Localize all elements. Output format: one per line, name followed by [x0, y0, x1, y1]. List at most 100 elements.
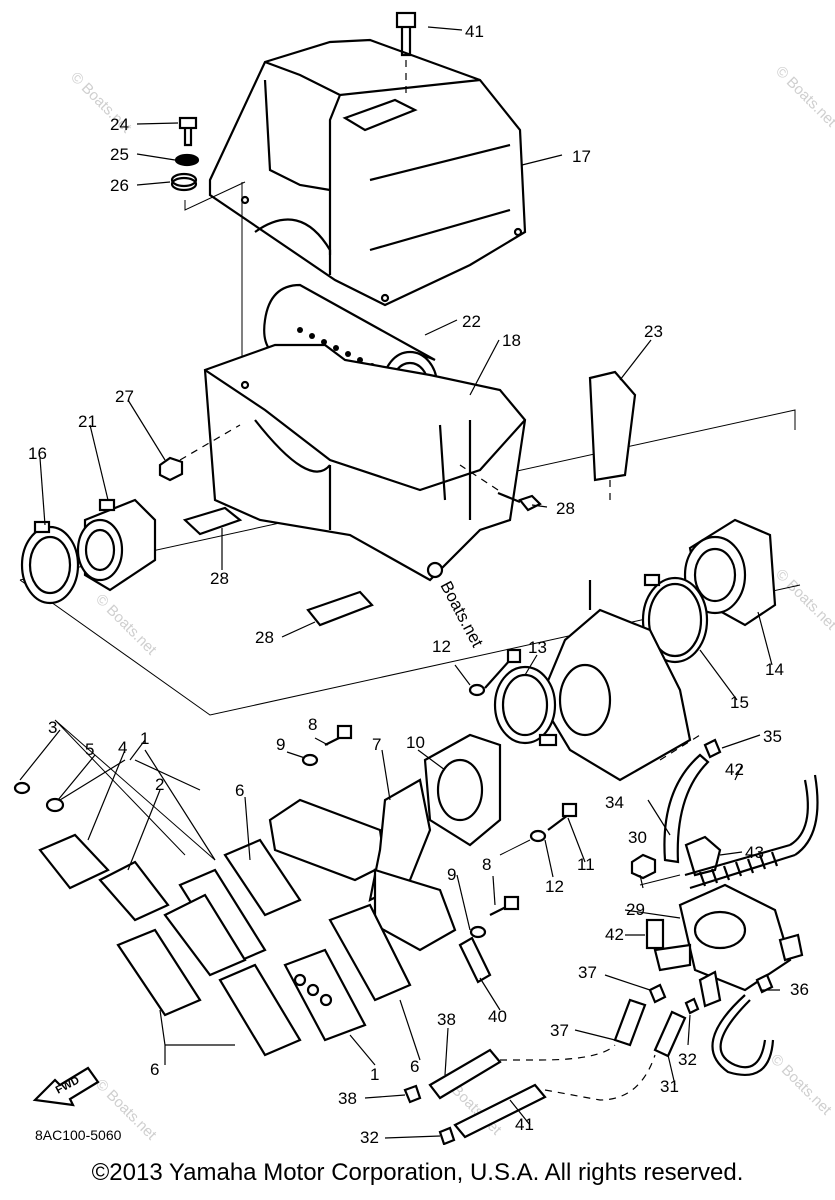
callout-13: 13 — [528, 638, 547, 657]
watermark-5: © Boats.net — [772, 566, 835, 634]
route-hose-35 — [500, 1044, 616, 1061]
callout-8-upper: 8 — [308, 715, 317, 734]
hose-35 — [613, 998, 647, 1047]
bracket-43 — [684, 835, 722, 877]
forward-arrow: FWD — [32, 1066, 100, 1107]
washer-12-lower — [529, 829, 547, 843]
callout-40: 42 — [725, 760, 744, 779]
intake-joint-10 — [423, 733, 502, 847]
hose-40-end — [789, 774, 819, 856]
callout-28-b: 28 — [255, 628, 274, 647]
fitting-39 — [458, 936, 492, 984]
callout-18: 18 — [502, 331, 521, 350]
guide-25 — [179, 424, 241, 461]
callout-5: 5 — [85, 740, 94, 759]
callout-17: 17 — [572, 147, 591, 166]
nut-30 — [630, 853, 657, 880]
callout-42: 42 — [605, 925, 624, 944]
spiral-40-coil — [698, 851, 779, 887]
callout-15: 15 — [730, 693, 749, 712]
clamp-16 — [20, 520, 80, 605]
watermark-4: © Boats.net — [92, 591, 160, 659]
callout-25: 27 — [115, 387, 134, 406]
callout-labels: 41 24 25 26 17 22 18 23 27 21 16 28 28 2… — [28, 22, 809, 1145]
reed-valve-1-lower — [283, 948, 367, 1042]
callout-34-upper: 35 — [763, 727, 782, 746]
callout-9-upper: 9 — [276, 735, 285, 754]
guide-11 — [499, 839, 531, 856]
clip-34-upper — [703, 738, 722, 759]
diagram-code: 8AC100-5060 — [35, 1127, 122, 1143]
route-hose-33 — [659, 734, 701, 761]
callout-8-lower: 8 — [482, 855, 491, 874]
callout-32-upper: 32 — [678, 1050, 697, 1069]
callout-7: 7 — [372, 735, 381, 754]
screw-22 — [178, 116, 198, 147]
callout-24: 26 — [110, 176, 129, 195]
callout-43: 43 — [745, 843, 764, 862]
damper-28-lower — [306, 590, 374, 627]
silencer-case — [203, 343, 527, 582]
callout-31: 31 — [660, 1077, 679, 1096]
bolt-11-head — [561, 802, 578, 818]
clip-37 — [648, 983, 667, 1004]
clip-32-upper — [684, 997, 700, 1015]
clamp-13 — [493, 665, 558, 747]
callout-36: 38 — [437, 1010, 456, 1029]
spiral-36 — [428, 1048, 502, 1100]
leader-lines — [19, 26, 780, 1139]
callout-9-lower: 9 — [447, 865, 456, 884]
manifold-7 — [268, 778, 457, 952]
callout-12-upper: 12 — [432, 637, 451, 656]
gasket-6-d — [328, 903, 412, 1002]
hose-u-inner — [711, 994, 775, 1077]
nut-25 — [158, 456, 184, 482]
washer-9-upper — [301, 753, 319, 767]
lockwasher-23 — [174, 153, 200, 167]
copyright-notice: ©2013 Yamaha Motor Corporation, U.S.A. A… — [91, 1159, 744, 1186]
callout-6-b: 6 — [150, 1060, 159, 1079]
callout-1-lower: 1 — [370, 1065, 379, 1084]
fitting-42 — [645, 918, 665, 950]
spiral-40 — [684, 843, 796, 890]
callout-30-label: 30 — [628, 828, 647, 847]
guide-30 — [639, 874, 681, 886]
clip-38 — [403, 1084, 422, 1104]
callout-3: 4 — [118, 738, 127, 757]
callout-19: 21 — [78, 412, 97, 431]
bolt-8-upper-head — [336, 724, 353, 740]
callout-10: 10 — [406, 733, 425, 752]
reed-stopper-3 — [38, 833, 110, 890]
callout-26: 28 — [556, 499, 575, 518]
damper-28-upper — [182, 506, 243, 536]
callout-4: 3 — [48, 718, 57, 737]
reed-valve-1-upper — [163, 868, 267, 977]
callout-34-lower: 36 — [790, 980, 809, 999]
callout-41: 41 — [515, 1115, 534, 1134]
grommet-24 — [170, 172, 198, 192]
silencer-cover — [208, 38, 527, 307]
callout-12-lower: 12 — [545, 877, 564, 896]
clip-34-lower — [755, 973, 774, 994]
callout-38: 38 — [338, 1089, 357, 1108]
callout-32-lower: 32 — [360, 1128, 379, 1145]
bolt-11 — [547, 814, 569, 831]
callout-11: 11 — [577, 855, 595, 874]
spiral-41 — [453, 1083, 547, 1139]
callout-1-upper: 1 — [140, 729, 149, 748]
callout-23: 25 — [110, 145, 129, 164]
lower-group-bracket — [54, 719, 216, 861]
washer-5 — [45, 797, 65, 813]
watermark-8: © Boats.net — [767, 1051, 835, 1119]
callout-35: 37 — [550, 1021, 569, 1040]
bolt-12-upper — [468, 648, 522, 697]
callout-14: 14 — [765, 660, 784, 679]
reed-2 — [98, 860, 170, 922]
manifold-body — [538, 580, 692, 782]
bolt-26 — [459, 464, 542, 512]
callout-37: 37 — [578, 963, 597, 982]
callout-6-a: 6 — [235, 781, 244, 800]
leader-line-22-24 — [184, 181, 246, 390]
callout-39: 40 — [488, 1007, 507, 1026]
bolt-8-lower-head — [503, 895, 520, 911]
